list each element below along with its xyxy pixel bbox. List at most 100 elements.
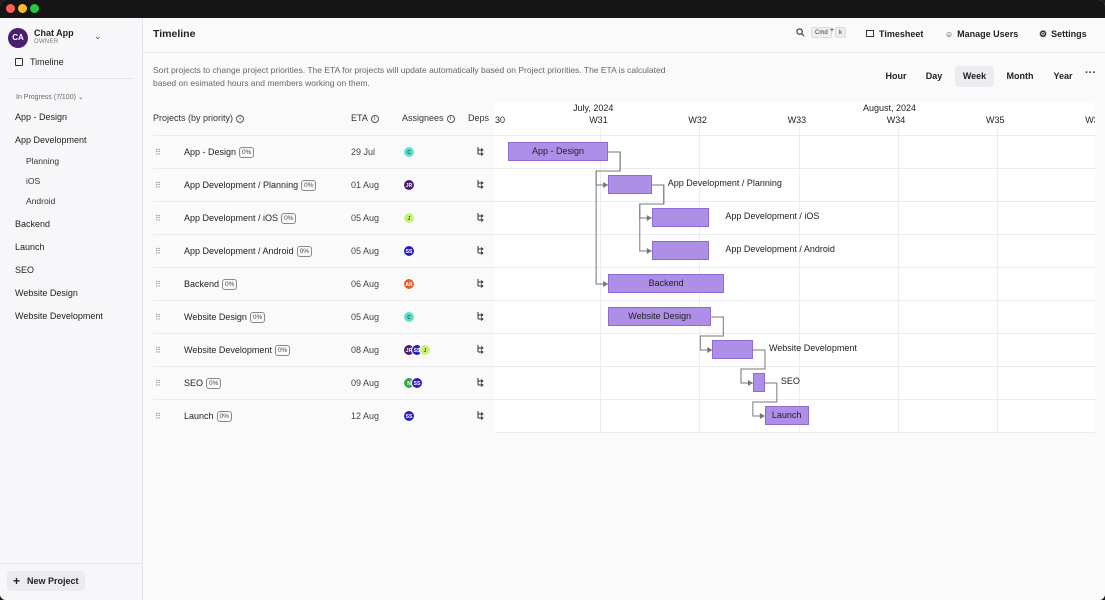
- assignee-avatar[interactable]: SS: [403, 410, 415, 422]
- dependency-icon[interactable]: [476, 278, 485, 290]
- sidebar: CA Chat App OWNER ⌄ Timeline In Progress…: [0, 18, 143, 600]
- drag-handle-icon[interactable]: ⠿: [155, 280, 161, 289]
- sidebar-item-ios[interactable]: iOS: [26, 176, 41, 186]
- drag-handle-icon[interactable]: ⠿: [155, 181, 161, 190]
- gantt-bar[interactable]: [752, 373, 765, 392]
- gantt-bar[interactable]: Backend: [608, 274, 725, 293]
- view-year-button[interactable]: Year: [1053, 71, 1073, 81]
- drag-handle-icon[interactable]: ⠿: [155, 313, 161, 322]
- assignee-avatar[interactable]: SS: [403, 245, 415, 257]
- assignee-avatar[interactable]: J: [403, 212, 415, 224]
- eta-value: 08 Aug: [351, 345, 380, 355]
- dependency-icon[interactable]: [476, 146, 485, 158]
- info-icon[interactable]: i: [370, 115, 379, 123]
- view-month-button[interactable]: Month: [1006, 71, 1034, 81]
- dependency-arrow: [747, 380, 753, 386]
- sidebar-item-timeline[interactable]: Timeline: [15, 57, 64, 67]
- week-gridline: [897, 127, 899, 433]
- minimize-window-button[interactable]: [18, 4, 27, 13]
- settings-button[interactable]: ⚙Settings: [1039, 29, 1087, 40]
- sidebar-item-backend[interactable]: Backend: [15, 219, 51, 229]
- manage-users-label: Manage Users: [957, 29, 1019, 39]
- dependency-link: [740, 349, 766, 384]
- dependency-icon[interactable]: [476, 212, 485, 224]
- sidebar-item-seo[interactable]: SEO: [15, 265, 35, 275]
- row-gridline: [495, 201, 1095, 202]
- gear-icon: ⚙: [1039, 29, 1048, 39]
- info-icon[interactable]: i: [236, 115, 245, 123]
- assignee-avatar[interactable]: C: [403, 311, 415, 323]
- sidebar-item-app-development[interactable]: App Development: [15, 135, 87, 145]
- more-options-icon[interactable]: ···: [1085, 67, 1096, 79]
- sidebar-item-android[interactable]: Android: [26, 196, 56, 206]
- timesheet-button[interactable]: Timesheet: [866, 29, 923, 39]
- drag-handle-icon[interactable]: ⠿: [155, 346, 161, 355]
- gantt-bar-label: App Development / Android: [725, 244, 835, 254]
- sidebar-item-launch[interactable]: Launch: [15, 242, 45, 252]
- view-day-button[interactable]: Day: [925, 71, 943, 81]
- assignee-avatar[interactable]: JR: [403, 179, 415, 191]
- dependency-icon[interactable]: [476, 179, 485, 191]
- new-project-label: New Project: [27, 576, 79, 586]
- workspace-switcher[interactable]: CA Chat App OWNER ⌄: [8, 27, 138, 49]
- dependency-link: [595, 151, 621, 285]
- manage-users-button[interactable]: ☺Manage Users: [945, 29, 1018, 39]
- assignee-avatar[interactable]: C: [403, 146, 415, 158]
- project-name-text: App Development / Planning: [184, 180, 299, 190]
- section-in-progress[interactable]: In Progress (7/100) ⌄: [16, 93, 84, 101]
- view-week-button[interactable]: Week: [955, 66, 994, 87]
- sidebar-footer-divider: [0, 563, 143, 564]
- week-label: 30: [495, 115, 506, 125]
- project-name-text: Backend: [184, 279, 220, 289]
- week-gridline: [997, 127, 998, 433]
- info-icon[interactable]: i: [446, 115, 455, 123]
- assignee-avatar[interactable]: J: [419, 344, 431, 356]
- gantt-bar[interactable]: [651, 241, 710, 260]
- dependency-icon[interactable]: [476, 410, 485, 422]
- gantt-bar[interactable]: Launch: [764, 406, 809, 425]
- dependency-icon[interactable]: [476, 245, 485, 257]
- column-header-deps: Deps: [468, 113, 490, 123]
- drag-handle-icon[interactable]: ⠿: [155, 214, 161, 223]
- column-header-projects[interactable]: Projects (by priority)i: [153, 113, 245, 123]
- dependency-icon[interactable]: [476, 377, 485, 389]
- zoom-window-button[interactable]: [30, 4, 39, 13]
- new-project-button[interactable]: + New Project: [7, 571, 85, 591]
- drag-handle-icon[interactable]: ⠿: [155, 412, 161, 421]
- assignee-avatar[interactable]: AR: [403, 278, 415, 290]
- close-window-button[interactable]: [6, 4, 15, 13]
- drag-handle-icon[interactable]: ⠿: [155, 247, 161, 256]
- dependency-icon[interactable]: [476, 311, 485, 323]
- search-button[interactable]: [796, 28, 805, 39]
- view-hour-button[interactable]: Hour: [885, 71, 907, 81]
- drag-handle-icon[interactable]: ⠿: [155, 379, 161, 388]
- sidebar-item-app-design[interactable]: App - Design: [15, 112, 68, 122]
- sidebar-item-website-development[interactable]: Website Development: [15, 311, 103, 321]
- assignee-avatar[interactable]: SS: [411, 377, 423, 389]
- sidebar-item-planning[interactable]: Planning: [26, 156, 60, 166]
- dependency-links: [595, 151, 778, 419]
- week-label: W35: [986, 115, 1005, 125]
- dependency-icon[interactable]: [476, 344, 485, 356]
- gantt-bar[interactable]: [651, 208, 710, 227]
- drag-handle-icon[interactable]: ⠿: [155, 148, 161, 157]
- gantt-bar[interactable]: [712, 340, 753, 359]
- plus-icon: +: [13, 574, 21, 588]
- sidebar-item-website-design[interactable]: Website Design: [15, 288, 78, 298]
- gantt-bar[interactable]: [608, 175, 652, 194]
- gantt-bar[interactable]: App - Design: [507, 142, 609, 161]
- gantt-bar[interactable]: Website Design: [608, 307, 712, 326]
